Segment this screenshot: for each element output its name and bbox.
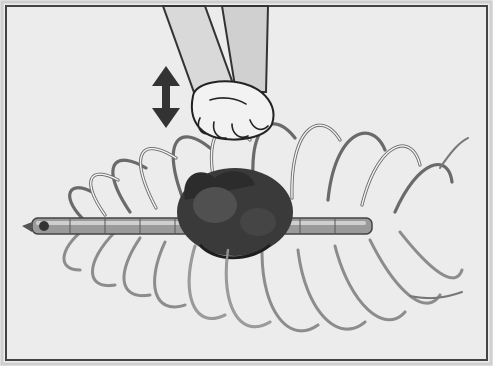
- cpr-figure: [0, 0, 493, 366]
- illustration-canvas: [0, 0, 493, 366]
